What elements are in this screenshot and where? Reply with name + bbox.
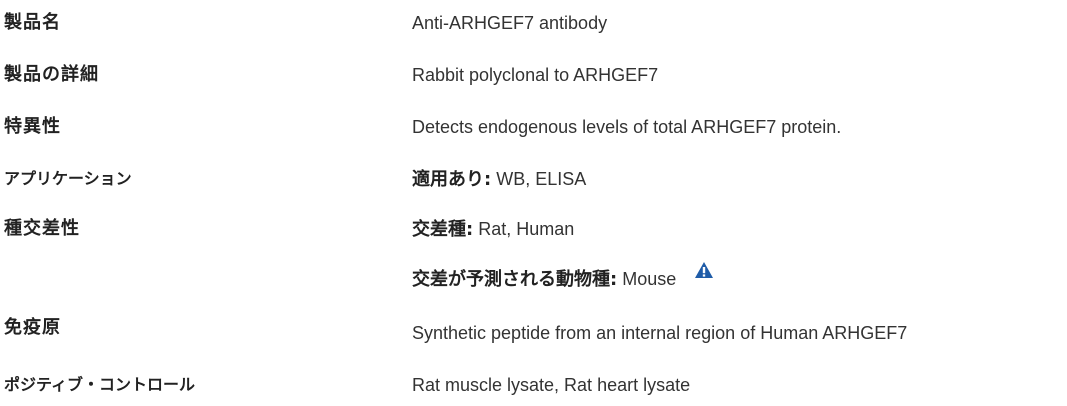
row-specificity: 特異性 Detects endogenous levels of total A… [0, 112, 1067, 142]
applications-label: アプリケーション [4, 169, 132, 188]
predicted-species-key: 交差が予測される動物種: [412, 269, 618, 290]
immunogen-label: 免疫原 [4, 317, 61, 338]
row-immunogen: 免疫原 Synthetic peptide from an internal r… [0, 317, 1067, 348]
row-product-details: 製品の詳細 Rabbit polyclonal to ARHGEF7 [0, 60, 1067, 90]
warning-icon-dot [703, 274, 706, 277]
species-reactivity-label: 種交差性 [4, 218, 80, 239]
warning-icon-bar [703, 267, 706, 274]
applications-text: WB, ELISA [491, 169, 587, 189]
reactive-species-text: Rat, Human [473, 219, 575, 239]
warning-icon[interactable] [694, 261, 714, 279]
predicted-species-text: Mouse [617, 269, 677, 289]
row-product-name: 製品名 Anti-ARHGEF7 antibody [0, 8, 1067, 38]
product-details-label: 製品の詳細 [4, 64, 99, 85]
positive-control-label: ポジティブ・コントロール [4, 375, 196, 394]
predicted-species-value: 交差が予測される動物種: Mouse [412, 261, 714, 295]
positive-control-value: Rat muscle lysate, Rat heart lysate [412, 375, 691, 395]
row-predicted-species: 交差が予測される動物種: Mouse [0, 261, 1067, 295]
applications-key: 適用あり: [412, 169, 492, 190]
specificity-value: Detects endogenous levels of total ARHGE… [412, 117, 842, 137]
applications-value: 適用あり: WB, ELISA [412, 164, 586, 195]
product-name-label: 製品名 [4, 12, 61, 33]
immunogen-value: Synthetic peptide from an internal regio… [412, 323, 908, 343]
specificity-label: 特異性 [4, 116, 61, 137]
reactive-species-key: 交差種: [412, 219, 474, 240]
row-applications: アプリケーション 適用あり: WB, ELISA [0, 164, 1067, 194]
species-reactivity-value: 交差種: Rat, Human [412, 214, 574, 245]
row-positive-control: ポジティブ・コントロール Rat muscle lysate, Rat hear… [0, 370, 1067, 400]
product-name-value: Anti-ARHGEF7 antibody [412, 13, 608, 33]
product-details-value: Rabbit polyclonal to ARHGEF7 [412, 65, 659, 85]
row-species-reactivity: 種交差性 交差種: Rat, Human [0, 214, 1067, 244]
